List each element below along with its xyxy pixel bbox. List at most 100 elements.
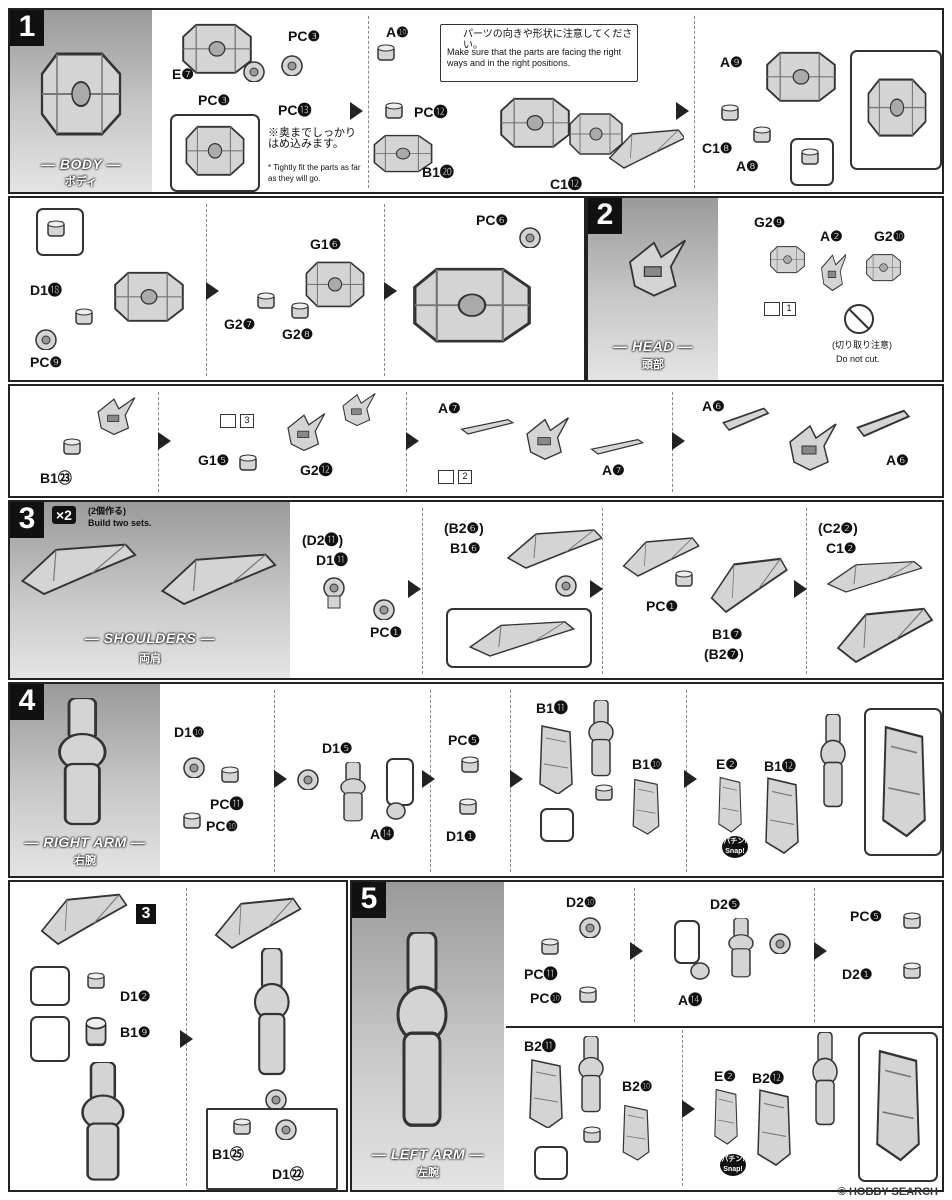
head-assembled-part (789, 423, 837, 471)
watermark: © HOBBY SEARCH (837, 1186, 938, 1198)
head-part (526, 417, 570, 460)
part-label: A❽ (736, 158, 759, 174)
left-arm-title: — LEFT ARM — (371, 1146, 485, 1162)
step-arrow (408, 580, 421, 598)
arm-illustration (58, 698, 107, 826)
no-cut-note-en: Do not cut. (836, 354, 880, 364)
snap-jp: パチン! (721, 1156, 745, 1163)
part-label: C1❽ (702, 140, 733, 156)
part-label: PC❺ (448, 732, 480, 748)
torso-back-part (608, 129, 684, 169)
part-B212 (757, 1089, 791, 1166)
part-A7 (590, 439, 644, 455)
part-D118 (75, 308, 93, 325)
section-head-cont: B1㉓ 3 G1❺ G2⓬ A❼ A❼ 2 A❻ A❻ (8, 384, 944, 498)
part-label: PC❿ (530, 990, 562, 1006)
detail-inset (674, 920, 700, 964)
part-label: A⓮ (370, 826, 395, 842)
joint-part (265, 1089, 287, 1110)
step-arrow (274, 770, 287, 788)
pc-part (243, 61, 265, 82)
part-PC12 (385, 102, 403, 119)
part-label: PC⓬ (414, 104, 448, 120)
part-label: B1⓬ (764, 758, 796, 774)
step-arrow (206, 282, 219, 300)
pc-part (281, 55, 303, 76)
detail-inset (30, 1016, 70, 1062)
part-label: D2❿ (566, 894, 597, 910)
step-arrow (590, 580, 603, 598)
part-B19 (85, 1016, 107, 1047)
part-label: (D2⓫) (302, 532, 344, 548)
part-B111 (539, 725, 573, 794)
snap-badge: パチン!Snap! (722, 836, 748, 858)
fit-note-jp: ※奥までしっかりはめ込みます。 (268, 127, 356, 150)
part-PC10 (183, 812, 201, 829)
part-B16 (507, 529, 602, 569)
part-label: D1⓲ (30, 282, 62, 298)
tag-2: 2 (458, 470, 472, 484)
part-D12 (87, 972, 105, 989)
section-number-2: 2 (588, 198, 622, 234)
tag-1: 1 (782, 302, 796, 316)
shoulder-part (214, 897, 302, 949)
build-two-jp: (2個作る) (88, 506, 126, 516)
part-label: A❿ (386, 24, 409, 40)
orientation-note-en: Make sure that the parts are facing the … (447, 47, 622, 68)
section-body: — BODY — ボディ 1 PC❸ E❼ PC❸ PC⓭ ※奥までしっかりはめ… (8, 8, 944, 194)
arm-assembled-part (253, 948, 290, 1076)
torso-assembled-part (766, 51, 836, 102)
part-detail (47, 220, 65, 237)
step-arrow (676, 102, 689, 120)
part-label: B1❼ (712, 626, 743, 642)
orientation-note-box: パーツの向きや形状に注意してください。 Make sure that the p… (440, 24, 638, 82)
arm-joint-part (578, 1036, 604, 1113)
part-label: G2❿ (874, 228, 906, 244)
part-D111 (323, 577, 345, 609)
left-arm-hero: — LEFT ARM — 左腕 (352, 882, 504, 1190)
detail-inset (540, 808, 574, 842)
right-arm-subtitle: 右腕 (74, 855, 96, 867)
part-D122 (275, 1119, 297, 1140)
part-label: G2❼ (224, 316, 256, 332)
part-A8 (753, 126, 771, 143)
part-PC10 (579, 986, 597, 1003)
part-label: D1⓫ (316, 552, 348, 568)
detail-inset (170, 114, 260, 192)
part-label: G2❾ (754, 214, 786, 230)
step-divider (368, 16, 369, 188)
knife-icon (764, 302, 780, 316)
step-arrow (684, 770, 697, 788)
part-A14 (690, 962, 710, 980)
head-core-part (97, 397, 136, 435)
part-label: B1㉕ (212, 1146, 244, 1162)
part-label: G2❽ (282, 326, 314, 342)
section-number-5: 5 (352, 882, 386, 918)
detail-inset (446, 608, 592, 668)
part-G15 (239, 454, 257, 471)
section-shoulders: — SHOULDERS — 両肩 3 ×2 (2個作る) Build two s… (8, 500, 944, 680)
part-A6 (856, 409, 910, 438)
part-label: (B2❼) (704, 646, 744, 662)
detail-inset (858, 1032, 938, 1182)
section-head: — HEAD — 頭部 2 G2❾ A❷ G2❿ 1 (切り取り注意) Do n… (586, 196, 944, 382)
part-C12 (827, 560, 922, 593)
torso-inset-part (185, 125, 245, 176)
shoulders-hero: — SHOULDERS — 両肩 (10, 502, 290, 678)
body-subtitle: ボディ (64, 176, 98, 188)
part-label: E❷ (714, 1068, 736, 1084)
joint-part (769, 933, 791, 954)
step-divider (422, 508, 423, 674)
part-label: A❼ (438, 400, 461, 416)
part-PC1 (373, 599, 395, 620)
part-B210 (622, 1104, 650, 1161)
build-two-en: Build two sets. (88, 518, 152, 528)
tag-3: 3 (240, 414, 254, 428)
part-label: A❻ (886, 452, 909, 468)
part-label: A❷ (820, 228, 843, 244)
joint-part (595, 784, 613, 801)
part-D110 (183, 757, 205, 778)
section-number-4: 4 (10, 684, 44, 720)
torso-core-part (500, 97, 570, 148)
part-detail (469, 620, 575, 657)
